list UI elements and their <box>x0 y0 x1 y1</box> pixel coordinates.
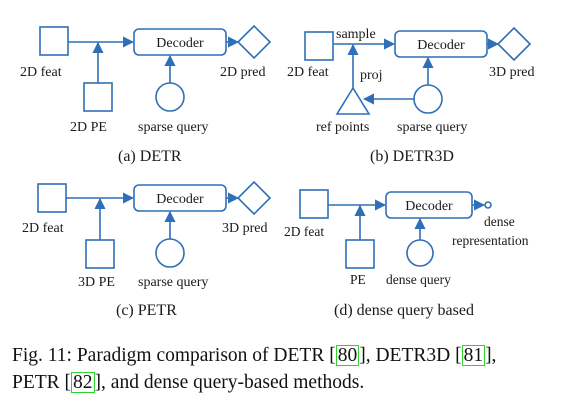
decoder-label: Decoder <box>405 199 453 214</box>
query-label: sparse query <box>138 120 208 135</box>
pe-label: 3D PE <box>78 275 115 290</box>
caption-line-2: PETR [82], and dense query-based methods… <box>12 369 560 396</box>
decoder-label: Decoder <box>417 38 465 53</box>
caption-text-suffix: ], and dense query-based methods. <box>94 372 365 393</box>
dense-repr-dot <box>484 201 492 209</box>
feat-square <box>37 183 67 213</box>
ref-points-triangle <box>335 86 371 115</box>
caption-text-prefix: Fig. 11: Paradigm comparison of DETR [ <box>12 345 336 366</box>
representation-label: representation <box>452 233 529 248</box>
panel-caption: (c) PETR <box>116 302 177 319</box>
panel-c-petr: Decoder 2D feat 3D pred 3D PE sparse que… <box>22 180 272 319</box>
pred-label: 3D pred <box>489 65 535 80</box>
dense-label: dense <box>484 214 515 229</box>
query-label: sparse query <box>138 275 208 290</box>
citation-link[interactable]: 81 <box>461 345 486 366</box>
feat-square <box>39 26 69 56</box>
panel-caption: (b) DETR3D <box>370 148 454 165</box>
panel-d-dense-query: Decoder dense representation 2D feat PE … <box>284 189 529 319</box>
caption-text-mid2: ], <box>485 345 497 366</box>
query-circle <box>155 82 185 112</box>
decoder-label: Decoder <box>156 36 204 51</box>
pred-diamond <box>236 180 272 216</box>
panel-a-detr: Decoder 2D feat 2D pred 2D PE sparse que… <box>20 24 272 165</box>
paradigm-diagram: Decoder 2D feat 2D pred 2D PE sparse que… <box>20 24 535 319</box>
query-label: sparse query <box>397 120 467 135</box>
ref-label: ref points <box>316 120 369 135</box>
feat-square <box>299 189 329 219</box>
panel-caption: (a) DETR <box>118 148 182 165</box>
pred-diamond <box>236 24 272 60</box>
feat-label: 2D feat <box>22 221 64 236</box>
feat-square <box>304 31 334 61</box>
pred-diamond <box>496 26 532 62</box>
query-circle <box>406 239 434 267</box>
caption-text-mid1: ], DETR3D [ <box>359 345 462 366</box>
proj-label: proj <box>360 68 383 83</box>
pe-label: PE <box>350 272 366 287</box>
panel-b-detr3d: sample Decoder 2D feat 3D pred proj ref … <box>287 26 535 165</box>
citation-link[interactable]: 80 <box>335 345 360 366</box>
citation-link[interactable]: 82 <box>71 372 95 393</box>
query-circle <box>155 238 185 268</box>
pe-label: 2D PE <box>70 120 107 135</box>
pe-square <box>83 82 113 112</box>
feat-label: 2D feat <box>20 65 62 80</box>
pred-label: 2D pred <box>220 65 266 80</box>
feat-label: 2D feat <box>284 224 324 239</box>
pe-square <box>85 239 115 269</box>
caption-line-1: Fig. 11: Paradigm comparison of DETR [80… <box>12 342 560 369</box>
figure-caption: Fig. 11: Paradigm comparison of DETR [80… <box>12 342 560 396</box>
caption-text-line2-prefix: PETR [ <box>12 372 72 393</box>
sample-label: sample <box>336 27 376 42</box>
decoder-label: Decoder <box>156 192 204 207</box>
query-label: dense query <box>386 272 451 287</box>
pred-label: 3D pred <box>222 221 268 236</box>
pe-square <box>345 239 375 269</box>
query-circle <box>413 84 443 114</box>
feat-label: 2D feat <box>287 65 329 80</box>
panel-caption: (d) dense query based <box>334 302 474 319</box>
